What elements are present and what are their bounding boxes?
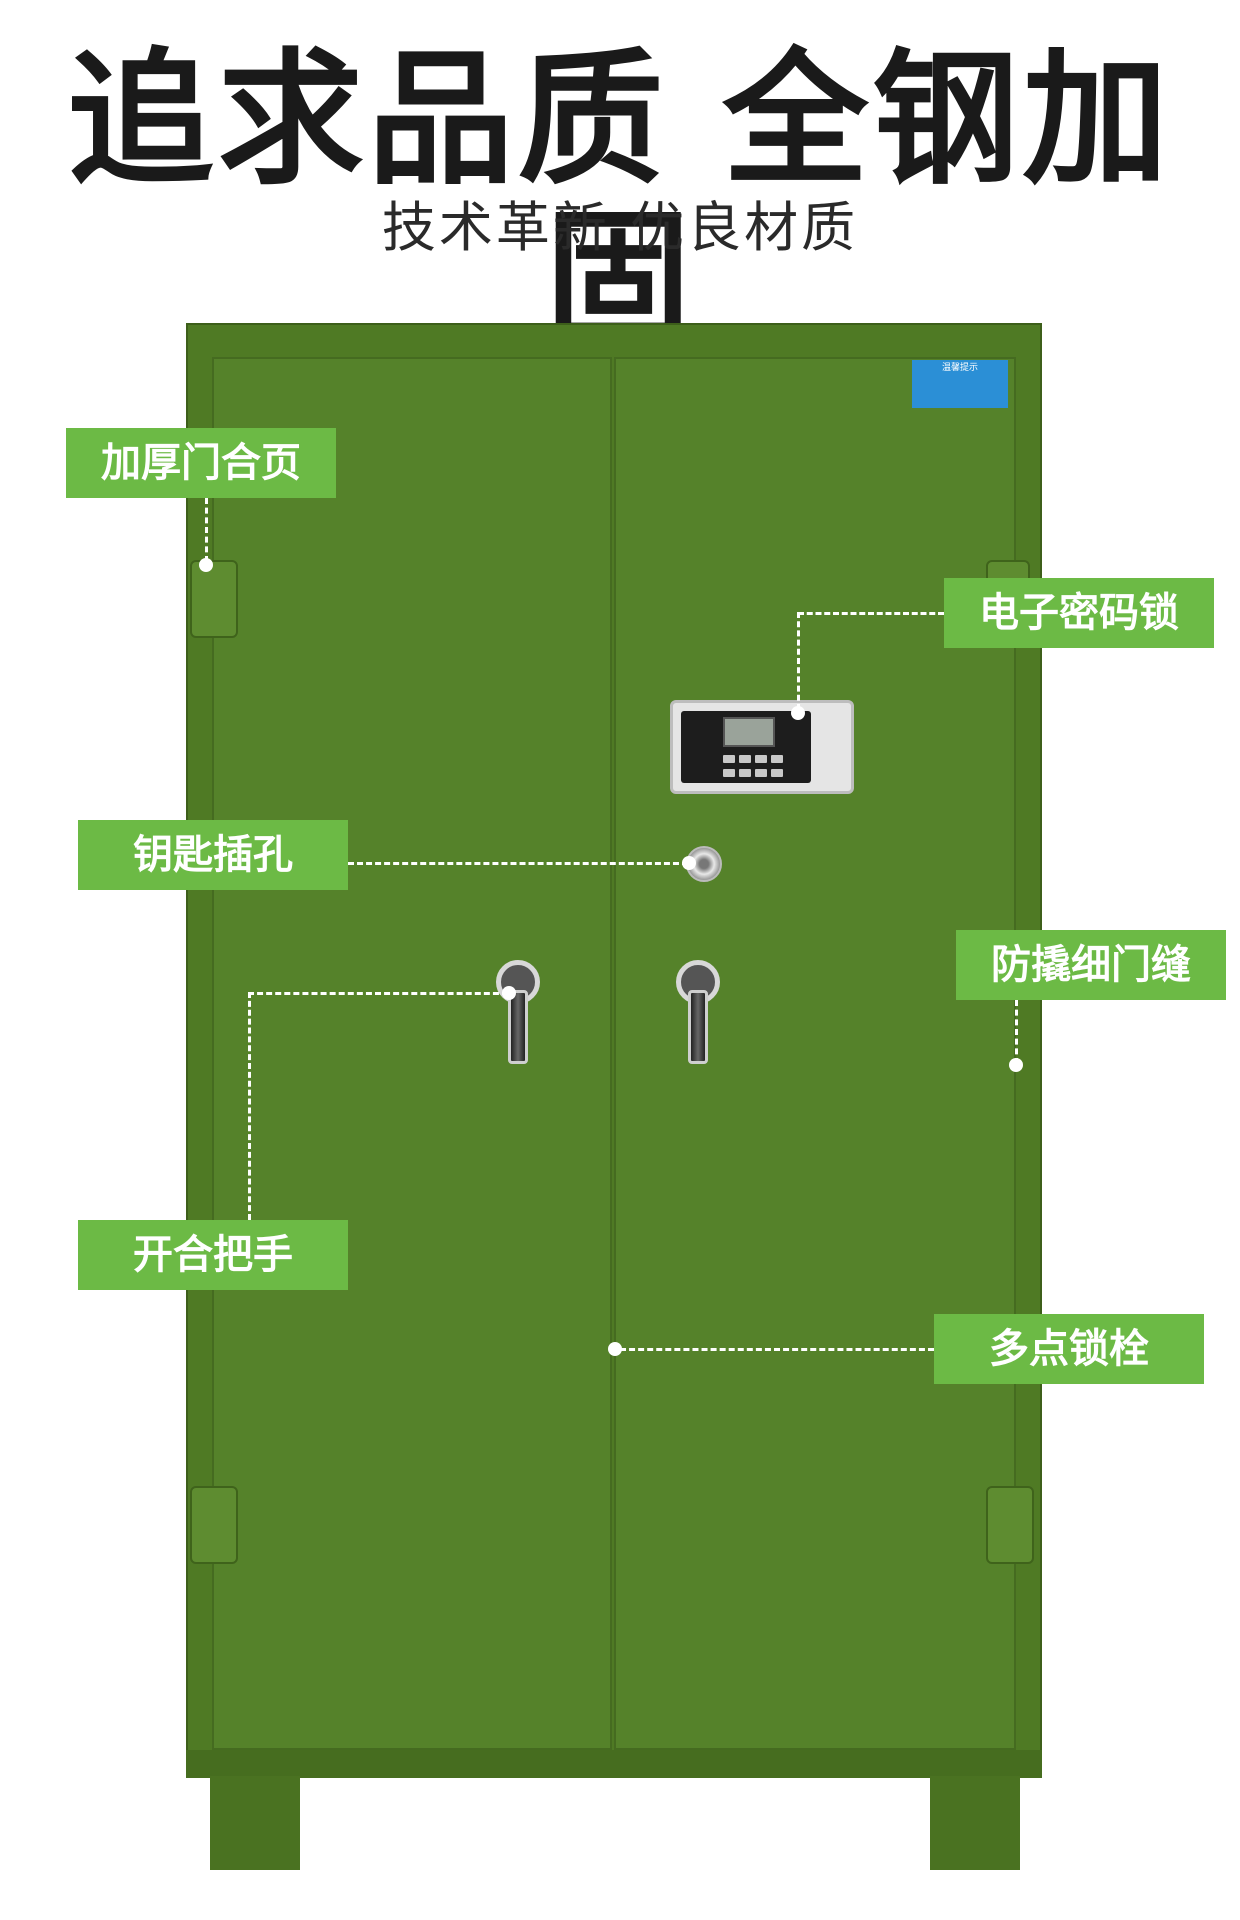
callout-gap-dot bbox=[1009, 1058, 1023, 1072]
callout-handle-line-v bbox=[248, 992, 251, 1220]
callout-handle-line bbox=[248, 992, 508, 995]
callout-bolt-line bbox=[620, 1348, 934, 1351]
hinge-icon bbox=[986, 1486, 1034, 1564]
lock-screen bbox=[723, 717, 775, 747]
callout-lock-line bbox=[798, 612, 944, 615]
callout-gap: 防撬细门缝 bbox=[956, 930, 1226, 1000]
callout-bolt: 多点锁栓 bbox=[934, 1314, 1204, 1384]
callout-keyhole: 钥匙插孔 bbox=[78, 820, 348, 890]
cabinet-base bbox=[186, 1750, 1042, 1778]
left-door bbox=[212, 357, 612, 1750]
callout-lock-line-v bbox=[797, 612, 800, 710]
callout-keyhole-line bbox=[348, 862, 688, 865]
left-foot bbox=[210, 1776, 300, 1870]
callout-hinge-dot bbox=[199, 558, 213, 572]
left-handle[interactable] bbox=[508, 990, 528, 1064]
callout-keyhole-dot bbox=[682, 856, 696, 870]
sticker-title: 温馨提示 bbox=[941, 363, 978, 373]
callout-lock: 电子密码锁 bbox=[944, 578, 1214, 648]
callout-handle-dot bbox=[502, 986, 516, 1000]
headline: 追求品质 全钢加固 bbox=[67, 35, 1173, 365]
callout-hinge-line bbox=[205, 498, 208, 562]
keyhole-icon[interactable] bbox=[686, 846, 722, 882]
keypad-panel bbox=[681, 711, 811, 783]
subheadline: 技术革新 优良材质 bbox=[381, 196, 859, 259]
right-door bbox=[614, 357, 1016, 1750]
right-handle[interactable] bbox=[688, 990, 708, 1064]
hinge-icon bbox=[190, 1486, 238, 1564]
callout-lock-dot bbox=[791, 706, 805, 720]
right-foot bbox=[930, 1776, 1020, 1870]
warning-sticker: 温馨提示 bbox=[912, 360, 1008, 408]
callout-hinge: 加厚门合页 bbox=[66, 428, 336, 498]
callout-gap-line bbox=[1015, 1000, 1018, 1064]
electronic-lock bbox=[670, 700, 854, 794]
callout-handle: 开合把手 bbox=[78, 1220, 348, 1290]
callout-bolt-dot bbox=[608, 1342, 622, 1356]
hinge-icon bbox=[190, 560, 238, 638]
